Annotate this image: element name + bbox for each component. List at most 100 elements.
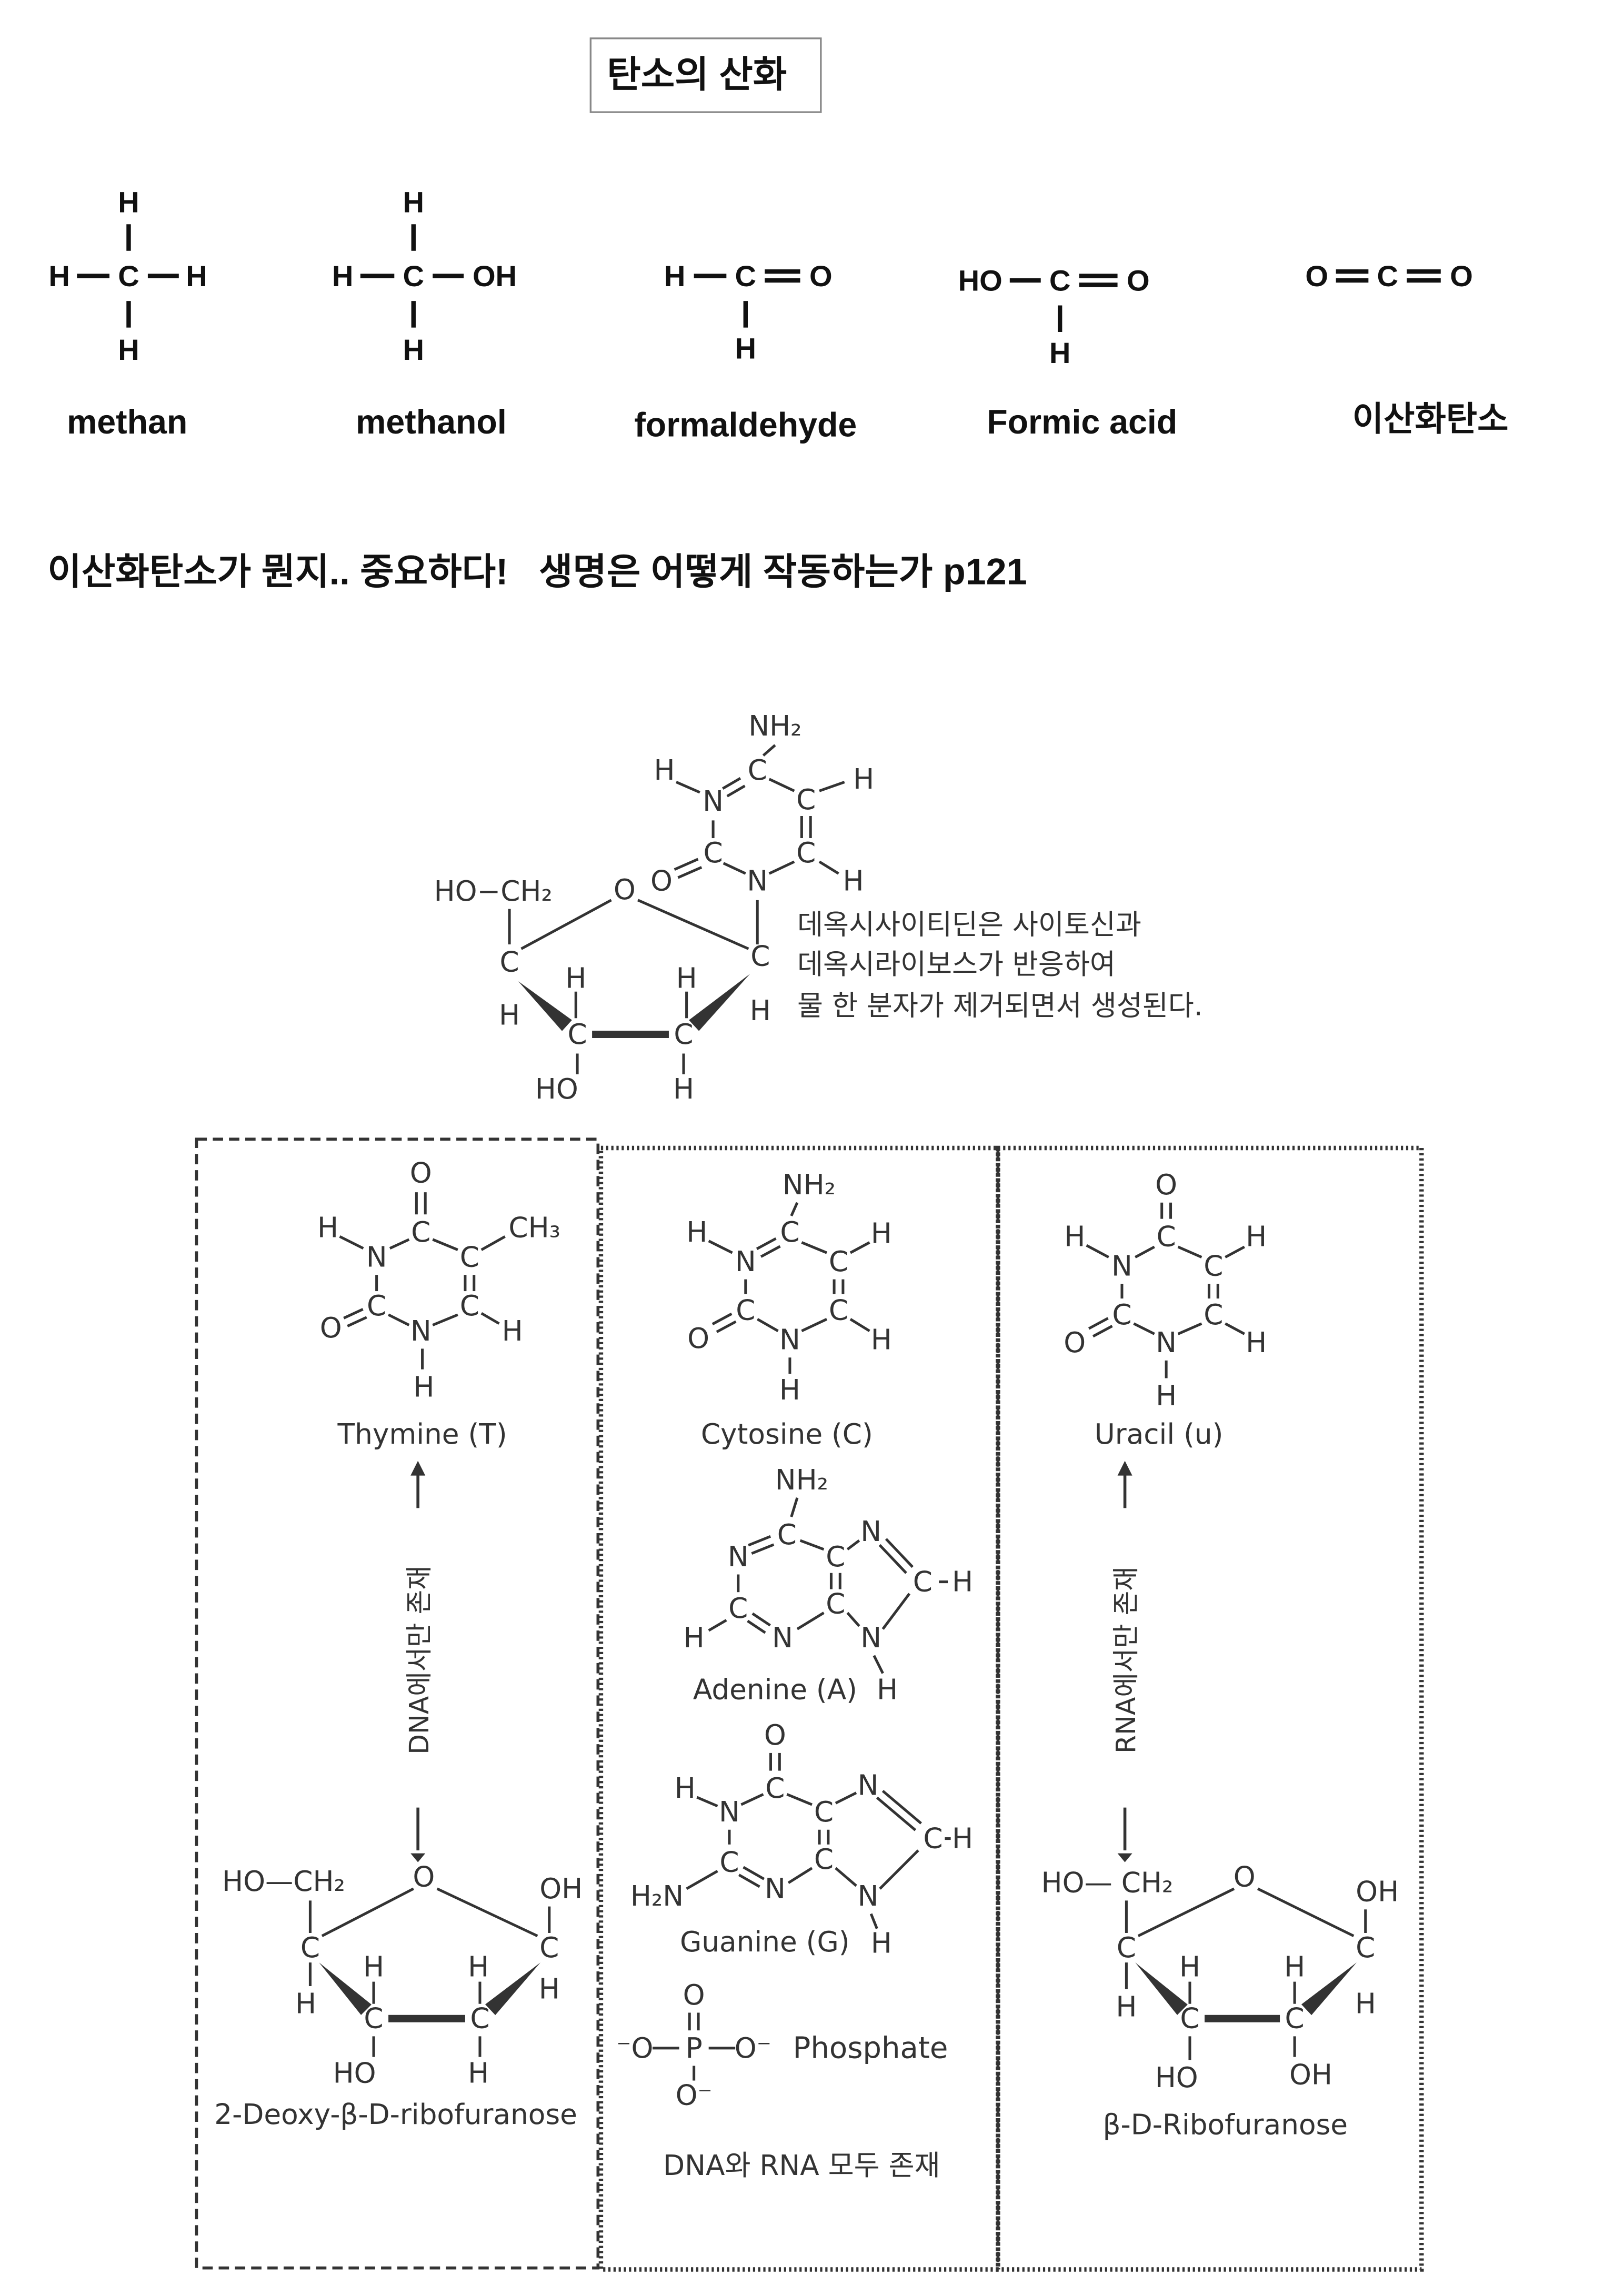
single-bond xyxy=(675,781,700,794)
single-bond xyxy=(835,1867,857,1887)
atom-label: O xyxy=(413,1860,435,1893)
double-bond xyxy=(1092,1325,1113,1338)
atom-label: C xyxy=(1049,264,1071,297)
atom-label: C xyxy=(118,259,139,293)
atom-label: H₂N xyxy=(630,1880,684,1912)
atom-label: H xyxy=(1246,1220,1267,1253)
atom-label: N xyxy=(858,1769,879,1802)
molecule-name: 2-Deoxy-β-D-ribofuranose xyxy=(214,2098,577,2131)
single-bond xyxy=(480,1312,500,1325)
atom-label: C xyxy=(780,1216,799,1248)
single-bond xyxy=(708,1619,727,1632)
double-bond xyxy=(716,1320,737,1333)
caption-line: 데옥시라이보스가 반응하여 xyxy=(797,948,1116,981)
heading: 이산화탄소가 뭔지.. 중요하다! 생명은 어떻게 작동하는가 p121 xyxy=(47,551,1027,592)
single-bond xyxy=(849,1318,870,1332)
wedge-bond xyxy=(319,1962,372,2015)
atom-label: C xyxy=(703,837,723,869)
single-bond xyxy=(1177,1322,1202,1335)
atom-label: O⁻ xyxy=(735,2032,771,2065)
atom-label: OH xyxy=(1356,1876,1399,1908)
atom-label: C xyxy=(460,1290,479,1322)
arrow-head-icon xyxy=(1117,1461,1132,1476)
arrows xyxy=(410,1461,1132,1862)
atom-label: C xyxy=(300,1931,320,1964)
atom-label: H xyxy=(877,1673,898,1706)
double-bond xyxy=(674,858,699,871)
atom-label: HO−CH₂ xyxy=(434,875,553,908)
atom-label: O⁻ xyxy=(676,2079,713,2112)
single-bond xyxy=(762,744,776,757)
dna-only-box xyxy=(195,1137,600,2270)
atom-label: O xyxy=(1155,1169,1177,1201)
dna-only-label: DNA에서만 존재 xyxy=(404,1566,435,1755)
molecule-name: methanol xyxy=(356,403,507,441)
atom-label: OH xyxy=(539,1872,583,1905)
atom-label: P xyxy=(686,2032,703,2065)
atom-label: H xyxy=(654,754,675,787)
atom-label: O xyxy=(650,864,673,897)
atom-label: H xyxy=(686,1216,707,1248)
single-bond xyxy=(480,1235,506,1251)
single-bond xyxy=(387,1313,410,1326)
atom-label: C xyxy=(567,1018,587,1051)
atom-label: H xyxy=(673,1073,694,1105)
atom-label: C xyxy=(814,1796,834,1828)
single-bond xyxy=(756,1318,779,1332)
molecule-name: Formic acid xyxy=(987,403,1177,441)
double-bond xyxy=(722,777,741,790)
atom-label: H xyxy=(363,1951,384,1983)
single-bond xyxy=(389,1238,410,1250)
atom-label: H xyxy=(317,1211,338,1244)
double-bond xyxy=(885,1538,914,1568)
atom-label: H xyxy=(952,1566,973,1598)
double-bond xyxy=(343,1308,364,1320)
single-bond xyxy=(846,1612,860,1627)
double-bond xyxy=(677,866,703,879)
single-bond xyxy=(339,1235,364,1250)
atom-label: C xyxy=(826,1540,845,1573)
atom-label: N xyxy=(858,1880,879,1912)
atom-label: C xyxy=(748,754,767,787)
wedge-bond xyxy=(1135,1962,1188,2015)
atom-label: H xyxy=(1355,1988,1376,2020)
atom-label: C xyxy=(411,1216,430,1248)
double-bond xyxy=(748,1535,771,1547)
atom-label: C xyxy=(364,2002,383,2035)
single-bond xyxy=(637,899,749,950)
atom-label: N xyxy=(410,1315,432,1347)
atom-label: HO— CH₂ xyxy=(1041,1867,1174,1899)
single-bond xyxy=(321,1887,414,1937)
atom-label: H xyxy=(853,763,874,795)
atom-label: N xyxy=(366,1241,387,1274)
atom-label: N xyxy=(860,1515,881,1548)
atom-label: H xyxy=(413,1371,434,1403)
single-bond xyxy=(1225,1322,1245,1335)
single-bond xyxy=(740,1793,764,1806)
atom-label: O xyxy=(1450,259,1473,293)
double-bond xyxy=(756,1237,777,1250)
atom-label: N xyxy=(735,1245,756,1278)
single-bond xyxy=(801,1241,828,1254)
double-bond xyxy=(878,1544,907,1574)
single-bond xyxy=(768,860,795,875)
double-bond xyxy=(760,1245,781,1258)
atom-label: C xyxy=(814,1843,834,1876)
atom-label: C xyxy=(1180,2002,1199,2035)
atom-label: C xyxy=(728,1592,748,1625)
double-bond xyxy=(1088,1317,1109,1330)
atom-label: H xyxy=(676,962,697,994)
atom-label: C xyxy=(1377,259,1399,293)
atom-label: N xyxy=(772,1622,793,1654)
atom-label: H xyxy=(750,994,771,1027)
single-bond xyxy=(796,1612,825,1630)
single-bond xyxy=(686,1870,718,1890)
atom-label: C xyxy=(913,1566,933,1598)
atom-label: H xyxy=(403,186,425,219)
atom-label: H xyxy=(332,259,354,293)
